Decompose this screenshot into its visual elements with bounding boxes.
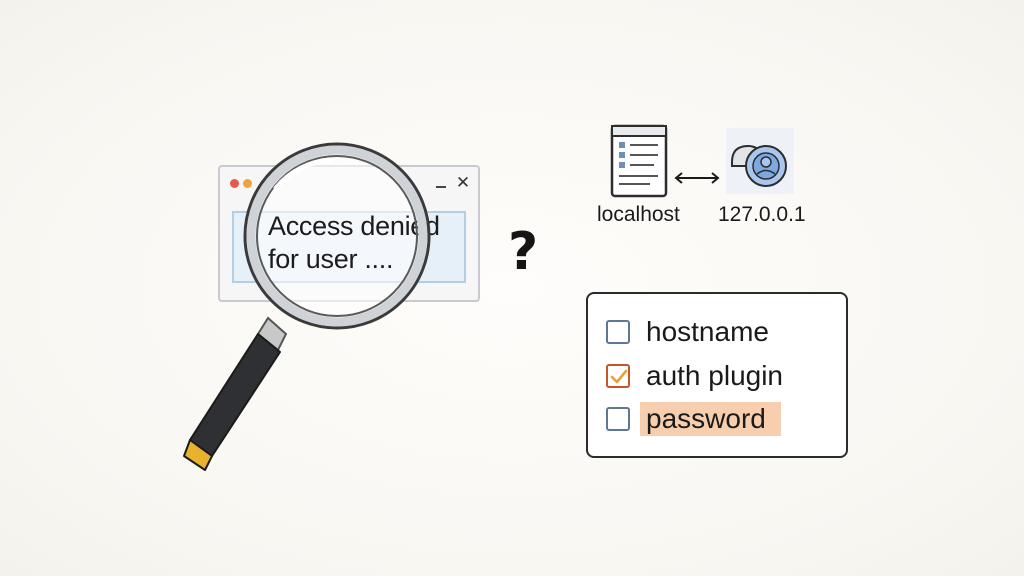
window-dot-red bbox=[230, 179, 239, 188]
checklist-label: password bbox=[646, 403, 766, 434]
error-line-2: for user .... bbox=[268, 244, 394, 274]
minimize-icon[interactable] bbox=[433, 175, 449, 191]
checkbox-checked-icon[interactable] bbox=[606, 364, 630, 388]
checkbox-unchecked-icon[interactable] bbox=[606, 407, 630, 431]
window-dot-orange bbox=[243, 179, 252, 188]
question-mark: ? bbox=[508, 222, 539, 282]
checkbox-unchecked-icon[interactable] bbox=[606, 320, 630, 344]
checklist-label: auth plugin bbox=[646, 360, 784, 391]
ip-address-label: 127.0.0.1 bbox=[718, 203, 806, 226]
user-host-icon bbox=[726, 128, 794, 194]
error-message-text: Access denied for user .... bbox=[268, 210, 440, 276]
magnifier-handle bbox=[183, 316, 288, 471]
troubleshooting-checklist: hostname auth plugin password bbox=[586, 292, 848, 458]
close-icon[interactable]: ✕ bbox=[455, 173, 471, 193]
password-highlight bbox=[640, 402, 781, 436]
bidirectional-arrow-icon bbox=[674, 172, 720, 184]
checkmark-icon bbox=[610, 369, 628, 384]
error-line-1: Access denied bbox=[268, 211, 440, 241]
window-titlebar: ✕ bbox=[220, 167, 478, 201]
localhost-label: localhost bbox=[597, 203, 680, 226]
server-icon bbox=[610, 124, 668, 198]
checklist-label: hostname bbox=[646, 316, 769, 347]
